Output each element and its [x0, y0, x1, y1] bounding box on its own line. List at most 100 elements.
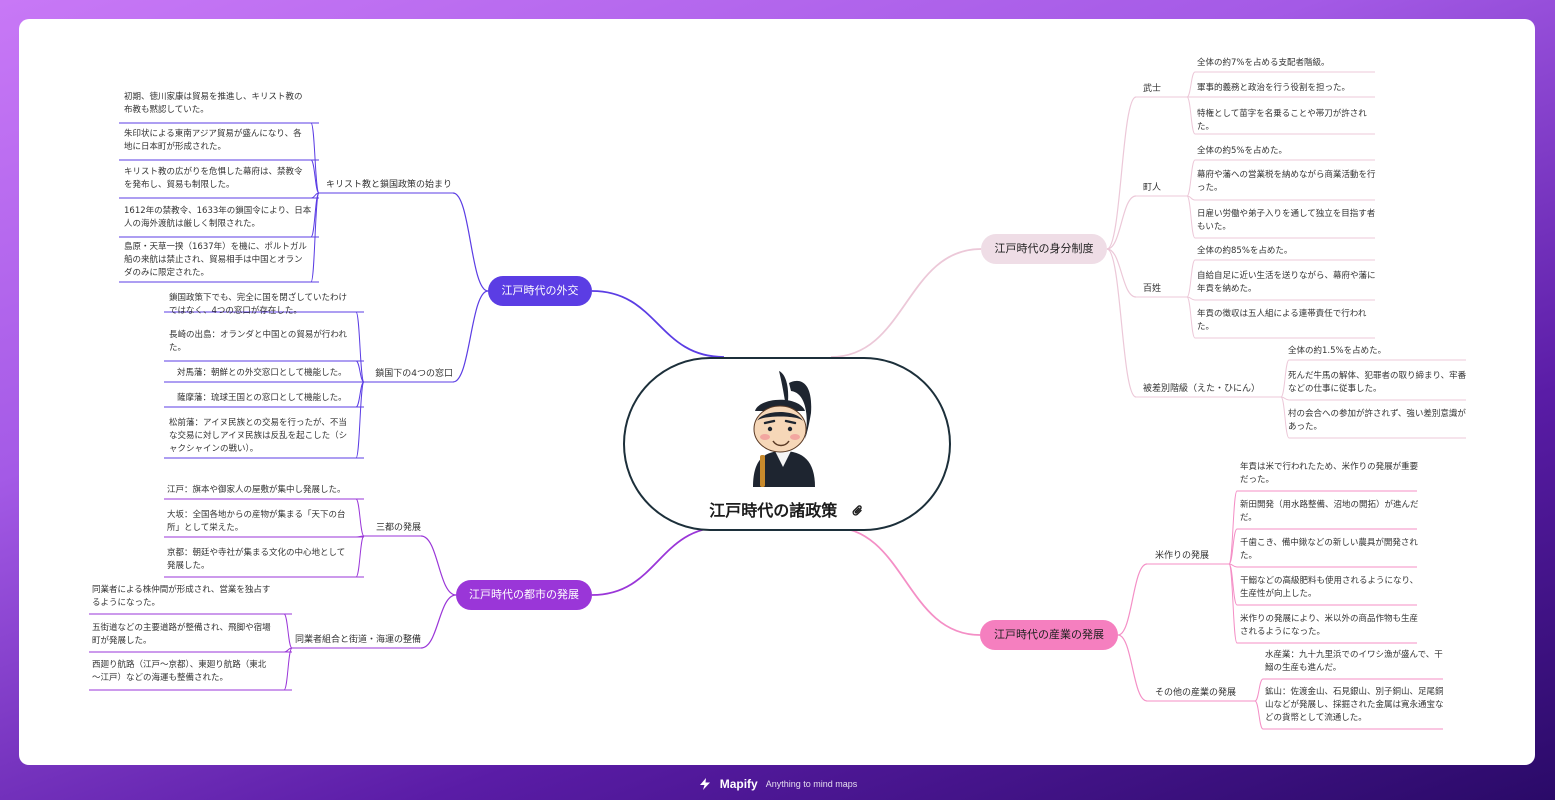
connector-lines	[89, 71, 1466, 730]
connector-line	[1228, 563, 1238, 644]
connector-line	[310, 159, 320, 194]
connector-line	[1186, 195, 1196, 201]
leaf-node[interactable]: 鎖国政策下でも、完全に国を閉ざしていたわけ ではなく、4つの窓口が存在した。	[169, 293, 347, 316]
leaf-node[interactable]: キリスト教の広がりを危惧した幕府は、禁教令 を発布し、貿易も制限した。	[124, 167, 303, 190]
central-node[interactable]: 江戸時代の諸政策	[623, 357, 951, 531]
connector-line	[1186, 259, 1196, 298]
leaf-node[interactable]: 江戸：旗本や御家人の屋敷が集中し発展した。	[167, 485, 346, 495]
leaf-node[interactable]: 西廻り航路（江戸～京都）、東廻り航路（東北 ～江戸）などの海運も整備された。	[92, 660, 267, 683]
connector-line	[355, 535, 365, 578]
connector-line	[1106, 96, 1137, 250]
branch-label: 江戸時代の身分制度	[994, 242, 1094, 255]
leaf-node[interactable]: 松前藩：アイヌ民族との交易を行ったが、不当 な交易に対しアイヌ民族は反乱を起こし…	[169, 418, 348, 454]
leaf-node[interactable]: 新田開発（用水路整備、沼地の開拓）が進んだ だ。	[1240, 500, 1419, 523]
subtopic-christianity-seclusion[interactable]: キリスト教と鎖国政策の始まり	[325, 180, 452, 190]
leaf-node[interactable]: 全体の約7%を占める支配者階級。	[1197, 58, 1330, 68]
footer: Mapify Anything to mind maps	[0, 776, 1555, 792]
leaf-node[interactable]: 自給自足に近い生活を送りながら、幕府や藩に 年貢を納めた。	[1197, 271, 1376, 294]
subtopic-outcast-class[interactable]: 被差別階級（えた・ひにん）	[1143, 384, 1261, 394]
leaf-node[interactable]: 水産業：九十九里浜でのイワシ漁が盛んで、干 鰯の生産も進んだ。	[1265, 650, 1443, 673]
connector-line	[830, 526, 981, 636]
connector-line	[591, 526, 725, 596]
connector-line	[1254, 700, 1264, 730]
leaf-node[interactable]: 対馬藩：朝鮮との外交窓口として機能した。	[177, 368, 347, 378]
connector-line	[1106, 195, 1137, 250]
connector-line	[1117, 634, 1148, 702]
branch-node-diplomacy[interactable]: 江戸時代の外交	[488, 276, 592, 306]
connector-line	[355, 498, 365, 537]
branch-node-class-system[interactable]: 江戸時代の身分制度	[981, 234, 1107, 264]
branch-label: 江戸時代の都市の発展	[469, 588, 579, 601]
footer-tagline: Anything to mind maps	[765, 779, 858, 789]
leaf-node[interactable]: 米作りの発展により、米以外の商品作物も生産 されるようになった。	[1240, 614, 1418, 637]
branch-label: 江戸時代の産業の発展	[994, 628, 1104, 641]
leaf-node[interactable]: 鉱山：佐渡金山、石見銀山、別子銅山、足尾銅 山などが発展し、採掘された金属は寛永…	[1265, 687, 1444, 723]
connector-line	[1228, 563, 1238, 568]
leaf-node[interactable]: 軍事的義務と政治を行う役割を担った。	[1197, 83, 1351, 93]
leaf-node[interactable]: 全体の約1.5%を占めた。	[1288, 346, 1387, 356]
leaf-node[interactable]: 朱印状による東南アジア貿易が盛んになり、各 地に日本町が形成された。	[124, 129, 302, 152]
connector-line	[1186, 195, 1196, 239]
connector-line	[310, 192, 320, 283]
lightning-bolt-icon	[699, 778, 710, 790]
leaf-node[interactable]: 島原・天草一揆（1637年）を機に、ポルトガル 船の来航は禁止され、貿易相手は中…	[124, 242, 307, 278]
leaf-node[interactable]: 死んだ牛馬の解体、犯罪者の取り締まり、牢番 などの仕事に従事した。	[1288, 371, 1467, 394]
subtopic-other-industries[interactable]: その他の産業の発展	[1155, 688, 1237, 698]
connector-line	[1186, 296, 1196, 301]
samurai-illustration	[753, 371, 815, 487]
connector-line	[283, 613, 293, 649]
branch-label: 江戸時代の外交	[501, 284, 579, 297]
leaf-node[interactable]: 1612年の禁教令、1633年の鎖国令により、日本 人の海外渡航は厳しく制限され…	[124, 206, 312, 229]
connector-line	[355, 360, 365, 383]
footer-brand[interactable]: Mapify	[719, 777, 758, 791]
connector-line	[355, 311, 365, 383]
leaf-node[interactable]: 干鰯などの高級肥料も使用されるようになり、 生産性が向上した。	[1240, 576, 1419, 599]
subtopic-farmers[interactable]: 百姓	[1143, 284, 1162, 294]
connector-line	[1186, 296, 1196, 339]
connector-line	[1280, 396, 1290, 401]
connector-line	[1117, 563, 1148, 636]
leaf-node[interactable]: 日雇い労働や弟子入りを通して独立を目指す者 もいた。	[1197, 209, 1376, 232]
connector-line	[1106, 248, 1137, 298]
leaf-node[interactable]: 特権として苗字を名乗ることや帯刀が許され た。	[1197, 109, 1367, 132]
leaf-node[interactable]: 五街道などの主要道路が整備され、飛脚や宿場 町が発展した。	[92, 623, 271, 646]
connector-line	[283, 647, 293, 691]
subtopic-four-gateways[interactable]: 鎖国下の4つの窓口	[375, 369, 453, 379]
subtopic-three-cities[interactable]: 三都の発展	[375, 523, 421, 533]
connector-line	[830, 248, 982, 358]
center-title: 江戸時代の諸政策	[709, 501, 838, 520]
connector-line	[355, 381, 365, 459]
connector-line	[1106, 248, 1137, 398]
leaf-node[interactable]: 薩摩藩：琉球王国との窓口として機能した。	[177, 393, 347, 403]
connector-line	[355, 381, 365, 408]
leaf-node[interactable]: 千歯こき、備中鍬などの新しい農具が開発され た。	[1240, 538, 1418, 561]
leaf-node[interactable]: 年貢の徴収は五人組による連帯責任で行われ た。	[1197, 309, 1367, 332]
leaf-node[interactable]: 村の会合への参加が許されず、強い差別意識が あった。	[1288, 409, 1466, 432]
leaf-node[interactable]: 長崎の出島：オランダと中国との貿易が行われ た。	[169, 330, 347, 353]
leaf-node[interactable]: 全体の約5%を占めた。	[1197, 146, 1287, 156]
connector-line	[1186, 159, 1196, 197]
subtopic-rice-farming[interactable]: 米作りの発展	[1155, 551, 1210, 561]
paperclip-icon[interactable]	[851, 504, 865, 518]
leaf-node[interactable]: 京都：朝廷や寺社が集まる文化の中心地として 発展した。	[167, 548, 346, 571]
leaf-node[interactable]: 全体の約85%を占めた。	[1197, 246, 1293, 256]
branch-node-urban-development[interactable]: 江戸時代の都市の発展	[456, 580, 592, 610]
connector-line	[591, 290, 725, 358]
leaf-node[interactable]: 幕府や藩への営業税を納めながら商業活動を行 った。	[1197, 170, 1376, 193]
connector-line	[420, 535, 457, 596]
subtopic-townspeople[interactable]: 町人	[1143, 183, 1162, 193]
leaf-node[interactable]: 同業者による株仲間が形成され、営業を独占す るようになった。	[92, 585, 271, 608]
connector-line	[1228, 490, 1238, 565]
connector-line	[452, 192, 489, 292]
leaf-node[interactable]: 初期、徳川家康は貿易を推進し、キリスト教の 布教も黙認していた。	[124, 92, 303, 115]
leaf-node[interactable]: 年貢は米で行われたため、米作りの発展が重要 だった。	[1240, 462, 1419, 485]
subtopic-guilds-roads[interactable]: 同業者組合と街道・海運の整備	[294, 635, 421, 645]
connector-line	[420, 594, 457, 649]
connector-line	[1254, 678, 1264, 702]
subtopic-samurai[interactable]: 武士	[1143, 84, 1162, 94]
leaf-node[interactable]: 大坂：全国各地からの産物が集まる「天下の台 所」として栄えた。	[167, 510, 346, 533]
connector-line	[1280, 359, 1290, 398]
connector-line	[1280, 396, 1290, 439]
connector-line	[1186, 96, 1196, 135]
branch-node-industry[interactable]: 江戸時代の産業の発展	[980, 620, 1118, 650]
